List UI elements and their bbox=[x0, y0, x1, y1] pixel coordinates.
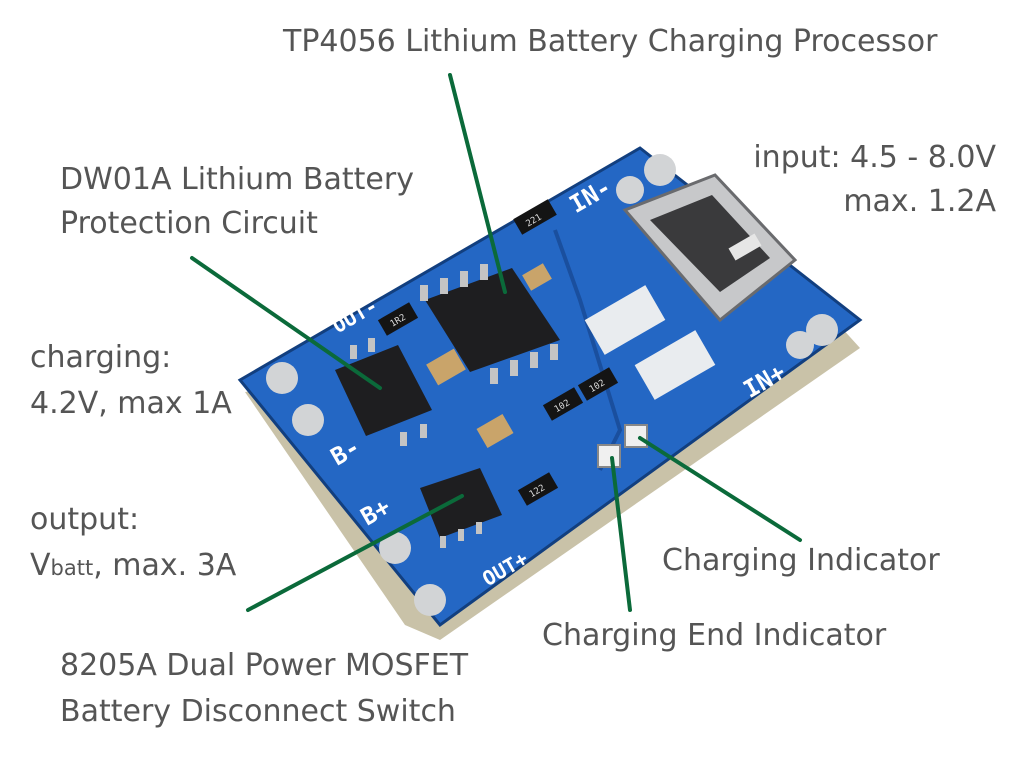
usb-pad-2 bbox=[634, 330, 716, 400]
leader-tp4056 bbox=[448, 73, 507, 294]
label-output-sub: batt bbox=[50, 556, 94, 580]
mosfet-8205a-chip bbox=[420, 468, 502, 548]
leader-dw01a bbox=[190, 256, 382, 390]
label-charging-line1: charging: bbox=[30, 340, 172, 375]
label-input-line2: max. 1.2A bbox=[843, 184, 996, 219]
leader-charging-end bbox=[610, 456, 632, 612]
label-charging-indicator-text: Charging Indicator bbox=[662, 543, 940, 578]
pad-b-minus-2 bbox=[292, 404, 324, 436]
resistor-122 bbox=[517, 472, 559, 506]
led-charging-end bbox=[597, 444, 621, 468]
leader-mosfet bbox=[246, 494, 464, 612]
resistor-221 bbox=[513, 199, 557, 235]
label-dw01a-line1: DW01A Lithium Battery bbox=[60, 162, 414, 197]
capacitor-2 bbox=[476, 413, 514, 449]
resistor-1r2 bbox=[377, 302, 419, 336]
tp4056-chip bbox=[420, 264, 560, 384]
label-dw01a: DW01A Lithium Battery Protection Circuit bbox=[60, 162, 414, 242]
label-charging-end-indicator-text: Charging End Indicator bbox=[542, 618, 887, 653]
label-tp4056-text: TP4056 Lithium Battery Charging Processo… bbox=[283, 24, 938, 59]
label-charging-indicator: Charging Indicator bbox=[662, 543, 940, 579]
pad-b-plus-2 bbox=[414, 584, 446, 616]
label-tp4056: TP4056 Lithium Battery Charging Processo… bbox=[283, 24, 937, 60]
capacitor-1 bbox=[426, 348, 466, 386]
label-output-v: V bbox=[30, 548, 51, 583]
pad-b-plus-1 bbox=[379, 532, 411, 564]
micro-usb-connector bbox=[622, 173, 798, 323]
pad-in-minus-2 bbox=[616, 176, 644, 204]
dw01a-chip bbox=[335, 338, 432, 446]
resistor-102-b bbox=[577, 367, 619, 401]
label-charging-line2: 4.2V, max 1A bbox=[30, 386, 232, 421]
label-input: input: 4.5 - 8.0V max. 1.2A bbox=[753, 140, 996, 220]
leader-charging-indicator bbox=[638, 436, 802, 542]
pad-in-plus-1 bbox=[806, 314, 838, 346]
label-output: output: Vbatt, max. 3A bbox=[30, 502, 236, 586]
resistor-102-a bbox=[542, 387, 584, 421]
pad-in-minus-1 bbox=[644, 154, 676, 186]
label-mosfet-line1: 8205A Dual Power MOSFET bbox=[60, 648, 469, 683]
led-charging bbox=[624, 424, 648, 448]
pad-b-minus-1 bbox=[266, 362, 298, 394]
label-charging: charging: 4.2V, max 1A bbox=[30, 340, 232, 422]
label-output-line2: Vbatt, max. 3A bbox=[30, 548, 236, 586]
label-dw01a-line2: Protection Circuit bbox=[60, 206, 318, 241]
usb-pad-1 bbox=[584, 285, 666, 355]
label-mosfet-line2: Battery Disconnect Switch bbox=[60, 694, 456, 729]
capacitor-3 bbox=[522, 263, 552, 291]
pad-group bbox=[266, 154, 838, 616]
pad-in-plus-2 bbox=[786, 331, 814, 359]
resistor-group bbox=[377, 199, 619, 506]
leader-lines bbox=[190, 73, 802, 612]
label-output-line1: output: bbox=[30, 502, 140, 537]
label-input-line1: input: 4.5 - 8.0V bbox=[753, 140, 996, 175]
label-charging-end-indicator: Charging End Indicator bbox=[542, 618, 886, 654]
label-output-rest: , max. 3A bbox=[93, 548, 237, 583]
label-mosfet: 8205A Dual Power MOSFET Battery Disconne… bbox=[60, 648, 468, 730]
